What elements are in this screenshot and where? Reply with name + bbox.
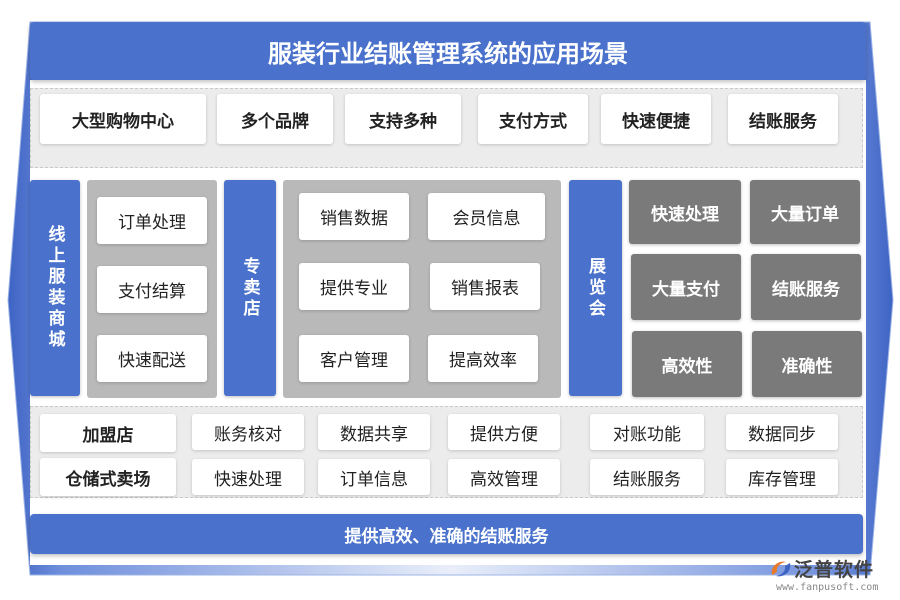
warehouse-item-efficient-management: 高效管理 (448, 459, 560, 495)
franchise-item-data-sync: 数据同步 (726, 414, 838, 450)
specialty-item-member-info: 会员信息 (428, 193, 545, 240)
specialty-item-customer-management: 客户管理 (299, 335, 409, 382)
franchise-item-account-check: 账务核对 (192, 414, 304, 450)
franchise-item-reconciliation: 对账功能 (590, 414, 704, 450)
franchise-label: 加盟店 (40, 414, 176, 452)
online-item-fast-delivery: 快速配送 (97, 335, 207, 382)
specialty-item-provide-professional: 提供专业 (299, 263, 409, 310)
warehouse-item-checkout-service: 结账服务 (590, 459, 704, 495)
franchise-item-provide-convenience: 提供方便 (448, 414, 560, 450)
online-item-payment-settlement: 支付结算 (97, 266, 207, 313)
footer-banner: 提供高效、准确的结账服务 (30, 514, 863, 554)
logo-name: 泛普软件 (794, 559, 875, 581)
specialty-item-sales-report: 销售报表 (430, 263, 540, 310)
online-mall-label: 线上服装商城 (30, 180, 80, 396)
warehouse-label: 仓储式卖场 (40, 458, 176, 496)
franchise-item-data-sharing: 数据共享 (318, 414, 430, 450)
logo-swirl-icon (771, 561, 791, 576)
top-item-multi-brand: 多个品牌 (217, 94, 333, 144)
warehouse-item-order-info: 订单信息 (318, 459, 430, 495)
exhibition-item-fast-processing: 快速处理 (629, 180, 741, 244)
top-item-checkout-service: 结账服务 (728, 94, 838, 144)
page-title: 服装行业结账管理系统的应用场景 (30, 22, 866, 80)
exhibition-item-efficiency: 高效性 (632, 331, 742, 397)
warehouse-item-fast-processing: 快速处理 (192, 459, 304, 495)
specialty-item-sales-data: 销售数据 (299, 193, 409, 240)
top-item-shopping-center: 大型购物中心 (40, 94, 206, 144)
exhibition-item-checkout-service: 结账服务 (751, 254, 861, 320)
exhibition-item-bulk-orders: 大量订单 (750, 180, 860, 244)
top-item-payment-methods: 支付方式 (478, 94, 588, 144)
warehouse-item-inventory-management: 库存管理 (726, 459, 838, 495)
exhibition-item-bulk-payments: 大量支付 (631, 254, 741, 320)
logo-url: www.fanpusoft.com (776, 582, 879, 593)
brand-logo: 泛普软件 www.fanpusoft.com (768, 555, 892, 597)
exhibition-item-accuracy: 准确性 (752, 331, 862, 397)
specialty-item-improve-efficiency: 提高效率 (428, 335, 538, 382)
top-item-support-multiple: 支持多种 (345, 94, 461, 144)
exhibition-label: 展览会 (569, 180, 622, 396)
top-item-fast-convenient: 快速便捷 (601, 94, 711, 144)
specialty-store-label: 专卖店 (224, 180, 276, 396)
online-item-order-processing: 订单处理 (97, 197, 207, 244)
